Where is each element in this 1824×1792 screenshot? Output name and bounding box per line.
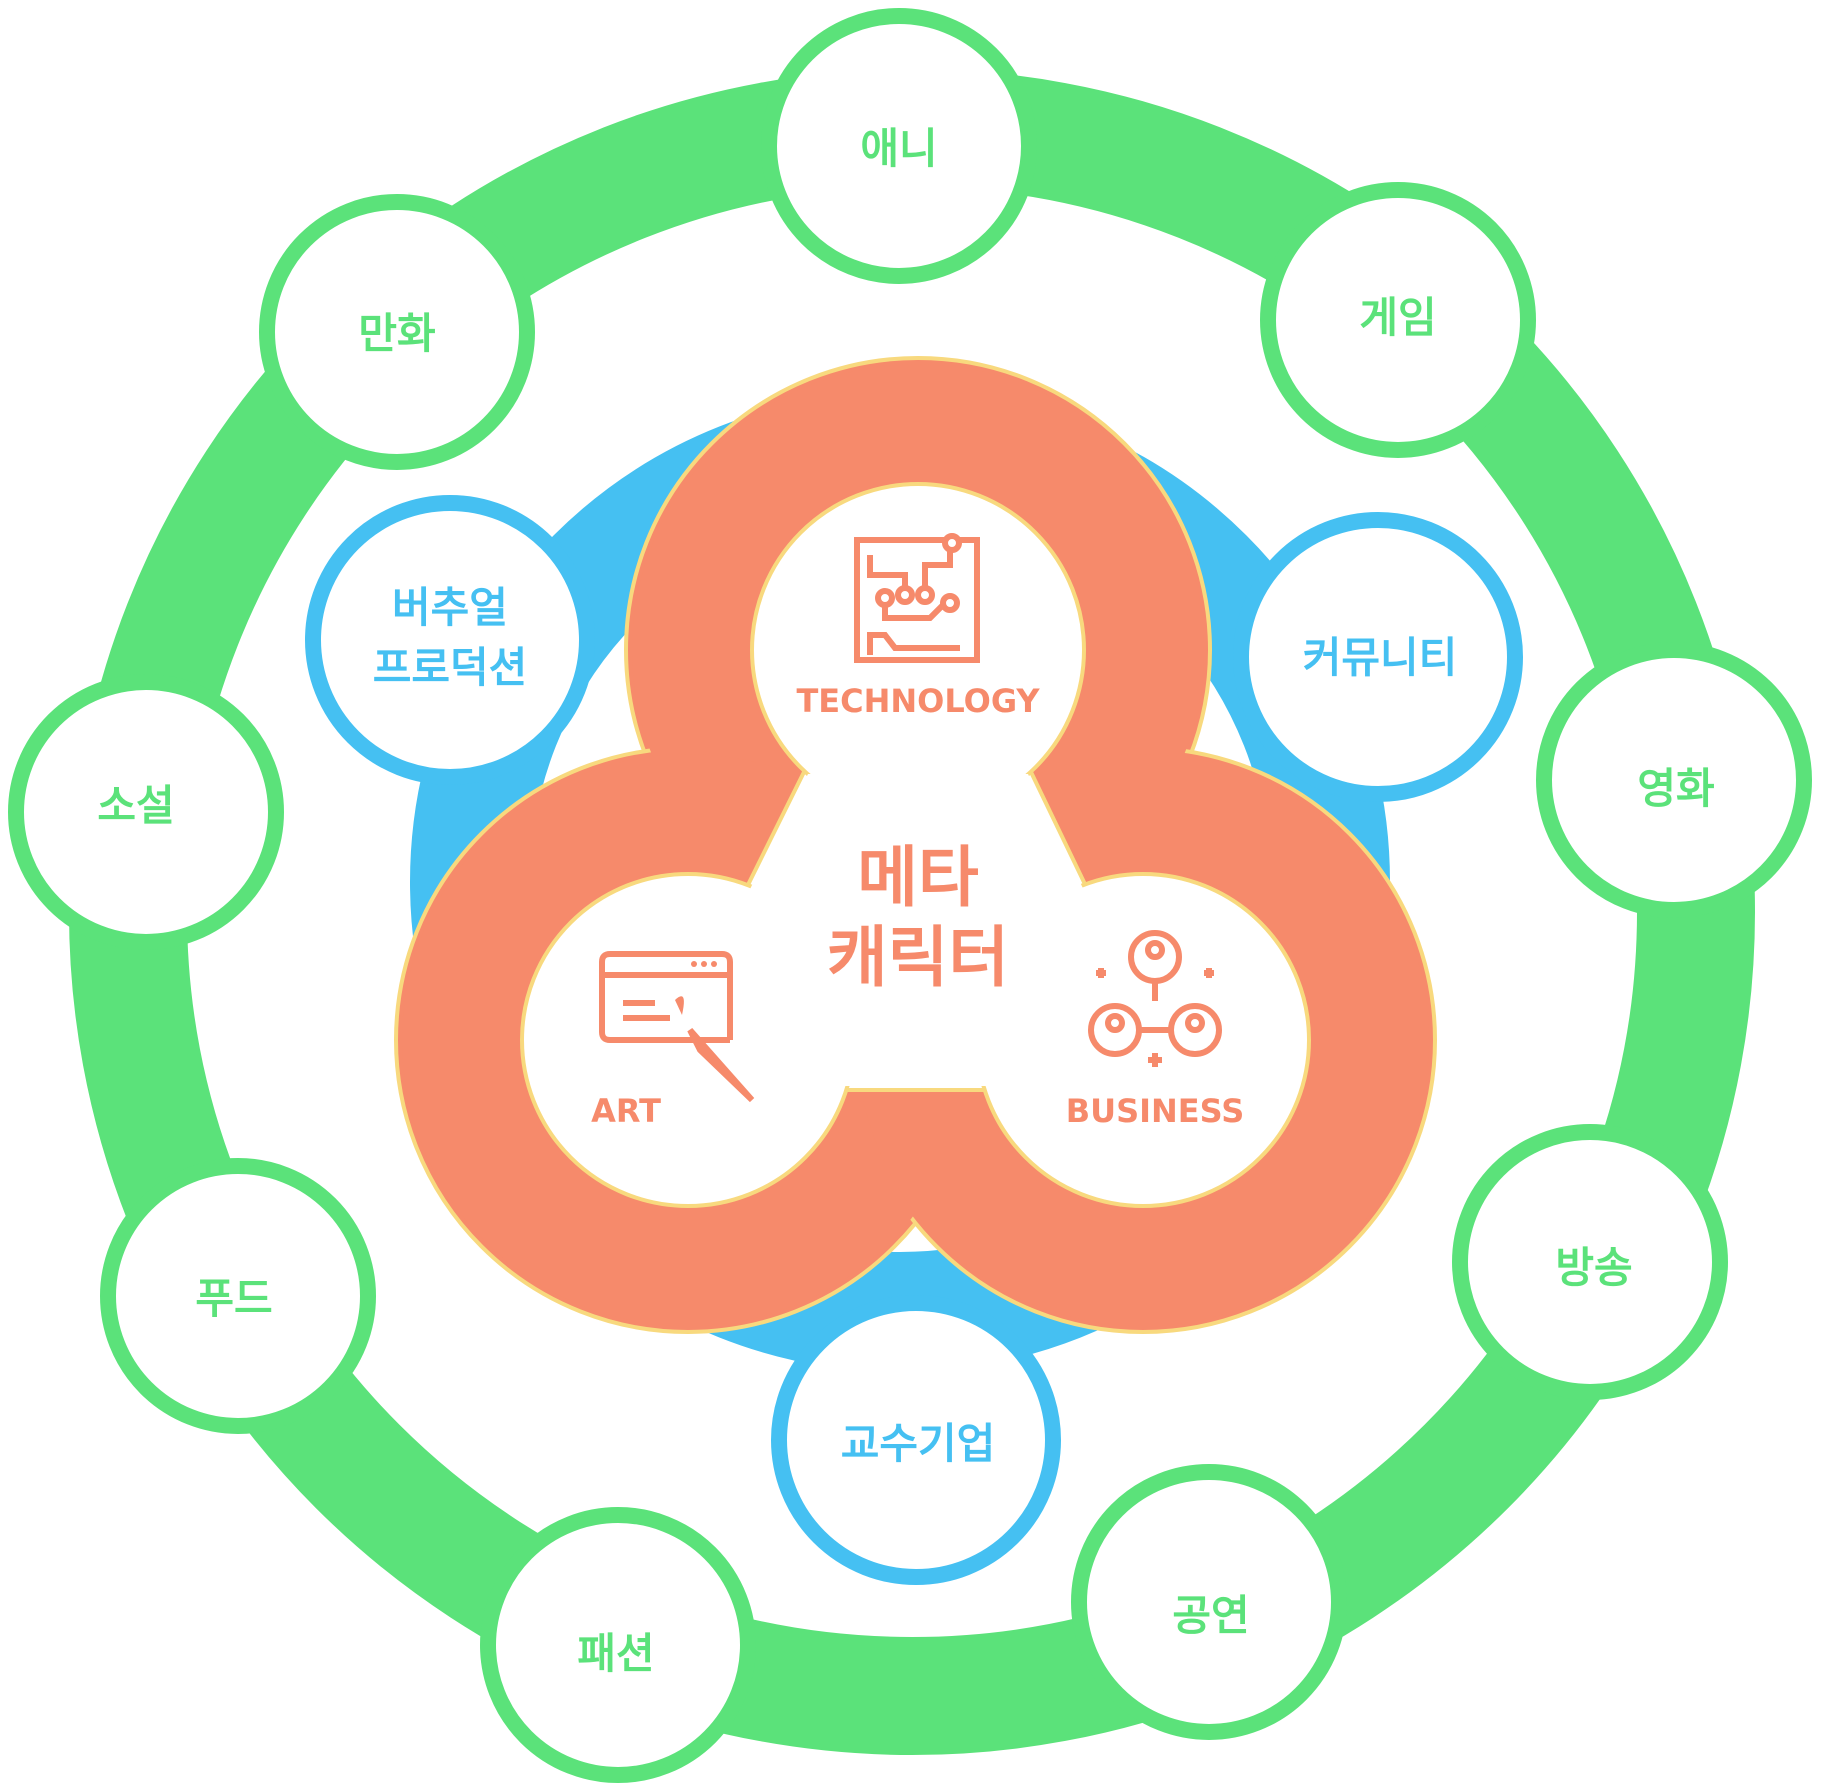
outer-node-label: 애니	[860, 124, 937, 173]
art-label: ART	[591, 1092, 661, 1130]
brush-tip	[675, 996, 684, 1015]
inner-node-label-line-1: 버추얼	[392, 583, 508, 632]
outer-node-game: 게임	[1260, 182, 1536, 458]
business-label: BUSINESS	[1066, 1092, 1245, 1130]
inner-node-label-line-2: 프로덕션	[373, 643, 528, 692]
outer-node-label: 공연	[1172, 1591, 1249, 1640]
outer-node-label: 푸드	[195, 1274, 272, 1323]
outer-node-performance: 공연	[1071, 1464, 1347, 1740]
outer-node-animation: 애니	[761, 8, 1037, 284]
browser-dots	[691, 961, 717, 967]
inner-node-virtual-production: 버추얼 프로덕션	[305, 495, 595, 785]
technology-label: TECHNOLOGY	[796, 682, 1040, 720]
people-network-icon	[1088, 930, 1222, 1067]
core-title-line-2: 캐릭터	[827, 919, 1009, 996]
browser-paintbrush-icon	[599, 951, 755, 1103]
outer-node-label: 게임	[1359, 293, 1436, 342]
outer-node-label: 방송	[1555, 1243, 1632, 1292]
outer-node-comics: 만화	[259, 194, 535, 470]
inner-node-label: 교수기업	[841, 1419, 996, 1468]
outer-node-broadcast: 방송	[1452, 1124, 1728, 1400]
core-title-line-1: 메타	[857, 839, 978, 916]
outer-node-movie: 영화	[1536, 642, 1812, 918]
outer-node-label: 소설	[97, 781, 174, 830]
inner-node-label: 커뮤니티	[1303, 633, 1458, 682]
outer-node-novel: 소설	[8, 674, 284, 950]
inner-node-community: 커뮤니티	[1233, 512, 1523, 802]
circuit-board-icon	[854, 533, 980, 663]
outer-node-label: 패션	[577, 1629, 654, 1678]
outer-node-food: 푸드	[100, 1158, 376, 1434]
outer-node-label: 영화	[1637, 764, 1714, 813]
inner-node-faculty-company: 교수기업	[771, 1295, 1061, 1585]
outer-node-label: 만화	[358, 309, 435, 358]
outer-node-fashion: 패션	[480, 1507, 756, 1783]
